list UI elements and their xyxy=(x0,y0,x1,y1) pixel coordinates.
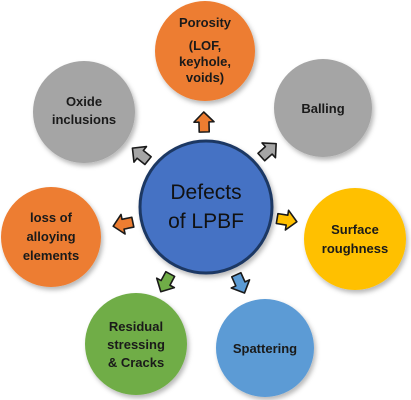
arrow-to-residual-stressing xyxy=(155,270,176,293)
node-loss-of-alloying-line3: elements xyxy=(23,248,79,263)
arrow-to-spattering xyxy=(230,271,251,294)
node-spattering-circle xyxy=(216,299,314,397)
center-label-line2: of LPBF xyxy=(168,210,244,233)
arrow-to-porosity xyxy=(193,111,215,133)
node-porosity-circle xyxy=(155,1,255,101)
node-balling: Balling xyxy=(274,59,372,157)
node-surface-roughness: Surface roughness xyxy=(304,188,406,290)
center-label: Defects xyxy=(170,181,241,204)
arrow-to-loss-of-alloying xyxy=(112,213,135,235)
node-surface-roughness-circle xyxy=(304,188,406,290)
node-oxide-inclusions: Oxide inclusions xyxy=(33,61,135,163)
node-loss-of-alloying: loss of alloying elements xyxy=(1,187,101,287)
node-residual-stressing-circle xyxy=(85,293,187,395)
node-residual-stressing: Residual stressing & Cracks xyxy=(85,293,187,395)
arrow-to-surface-roughness xyxy=(275,209,298,231)
node-oxide-inclusions-circle xyxy=(33,61,135,163)
node-residual-stressing-line2: stressing xyxy=(107,337,165,352)
node-spattering-line1: Spattering xyxy=(233,341,297,356)
node-porosity: Porosity (LOF, keyhole, voids) xyxy=(155,1,255,101)
node-porosity-line1: Porosity xyxy=(179,15,232,30)
node-surface-roughness-line1: Surface xyxy=(331,222,379,237)
node-surface-roughness-line2: roughness xyxy=(322,241,388,256)
node-loss-of-alloying-line1: loss of xyxy=(30,210,73,225)
connector-arrows xyxy=(112,111,298,294)
node-spattering: Spattering xyxy=(216,299,314,397)
node-balling-circle xyxy=(274,59,372,157)
node-oxide-inclusions-line2: inclusions xyxy=(52,112,116,127)
arrow-to-balling xyxy=(257,142,277,162)
center-node xyxy=(138,139,274,275)
node-porosity-line4: voids) xyxy=(186,70,224,85)
node-porosity-line2: (LOF, xyxy=(189,38,222,53)
node-residual-stressing-line3: & Cracks xyxy=(108,355,164,370)
node-residual-stressing-line1: Residual xyxy=(109,319,163,334)
node-porosity-line3: keyhole, xyxy=(179,54,231,69)
node-loss-of-alloying-circle xyxy=(1,187,101,287)
node-loss-of-alloying-line2: alloying xyxy=(26,229,75,244)
node-balling-line1: Balling xyxy=(301,101,344,116)
node-oxide-inclusions-line1: Oxide xyxy=(66,94,102,109)
arrow-to-oxide-inclusions xyxy=(131,145,152,166)
